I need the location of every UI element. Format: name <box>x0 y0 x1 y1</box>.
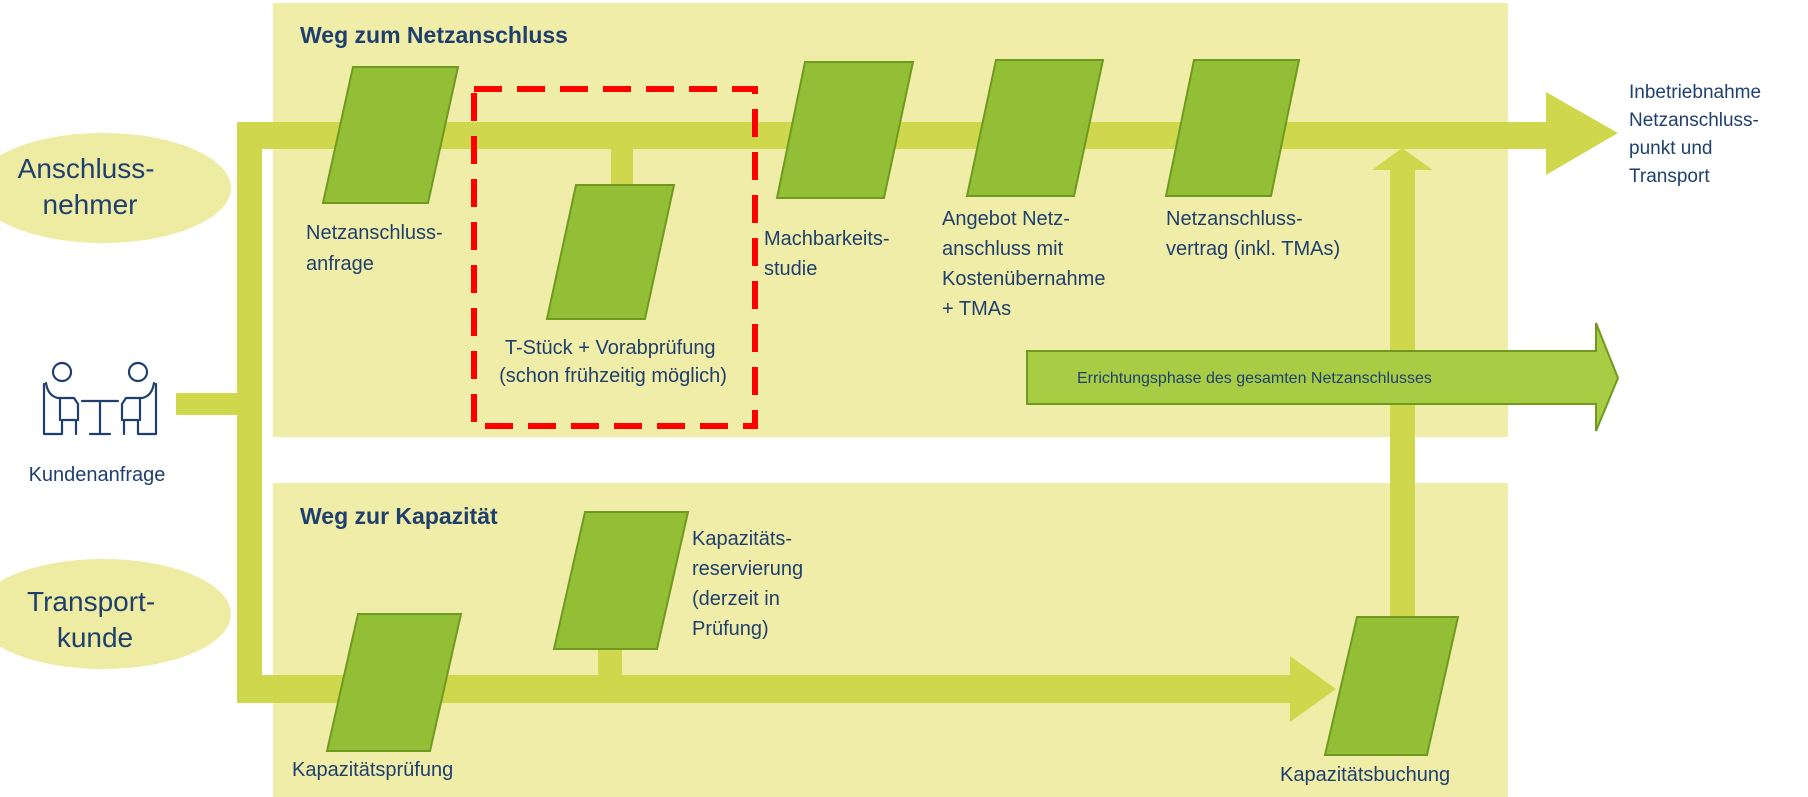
bottom-flow-arrowhead <box>1290 656 1336 722</box>
angebot-label: Angebot Netz- anschluss mit Kostenüberna… <box>942 208 1111 320</box>
step-shapes <box>321 59 1460 756</box>
buchung-up-arrowhead <box>1372 148 1433 170</box>
inbetriebnahme-label: Inbetriebnahme Netzanschluss- punkt und … <box>1629 82 1766 187</box>
kapazitaetsreservierung-label: Kapazitäts- reservierung (derzeit in Prü… <box>692 528 809 640</box>
kapazitaetspruefung-step <box>325 613 463 752</box>
netzanschlussanfrage-label: Netzanschluss- anfrage <box>306 222 448 275</box>
anschlussnehmer-label: Anschluss- nehmer <box>18 153 163 220</box>
machbarkeitsstudie-step <box>775 61 915 199</box>
kapazitaetspruefung-label: Kapazitätsprüfung <box>292 759 453 781</box>
netzanschlussvertrag-label: Netzanschluss- vertrag (inkl. TMAs) <box>1166 208 1340 260</box>
tstueck-highlight-box <box>471 86 758 429</box>
errichtungsphase-label: Errichtungsphase des gesamten Netzanschl… <box>1077 370 1432 387</box>
vertical-trunk <box>237 125 262 702</box>
machbarkeitsstudie-label: Machbarkeits- studie <box>764 228 895 280</box>
angebot-step <box>965 59 1105 197</box>
panel-kapazitaet <box>273 483 1508 797</box>
top-flow-arrowhead <box>1546 92 1618 175</box>
heading-kapazitaet: Weg zur Kapazität <box>300 503 498 529</box>
tstueck-connector <box>611 140 633 185</box>
anschlussnehmer-ellipse <box>0 133 231 243</box>
transportkunde-ellipse <box>0 559 231 669</box>
kundenanfrage-label: Kundenanfrage <box>29 464 166 486</box>
kapazitaetsbuchung-step <box>1323 616 1460 756</box>
tstueck-step <box>545 184 676 320</box>
tstueck-label: T-Stück + Vorabprüfung (schon frühzeitig… <box>499 337 727 387</box>
meeting-icon <box>42 361 158 436</box>
heading-netzanschluss: Weg zum Netzanschluss <box>300 22 568 48</box>
kapazitaetsbuchung-label: Kapazitätsbuchung <box>1280 764 1450 786</box>
kapazitaetsreservierung-step <box>552 511 690 650</box>
errichtungsphase-arrow <box>1026 322 1620 432</box>
kundenanfrage-connector <box>176 393 243 415</box>
netzanschlussanfrage-step <box>321 66 460 204</box>
netzanschlussvertrag-step <box>1164 59 1301 197</box>
transportkunde-label: Transport- kunde <box>27 586 163 653</box>
